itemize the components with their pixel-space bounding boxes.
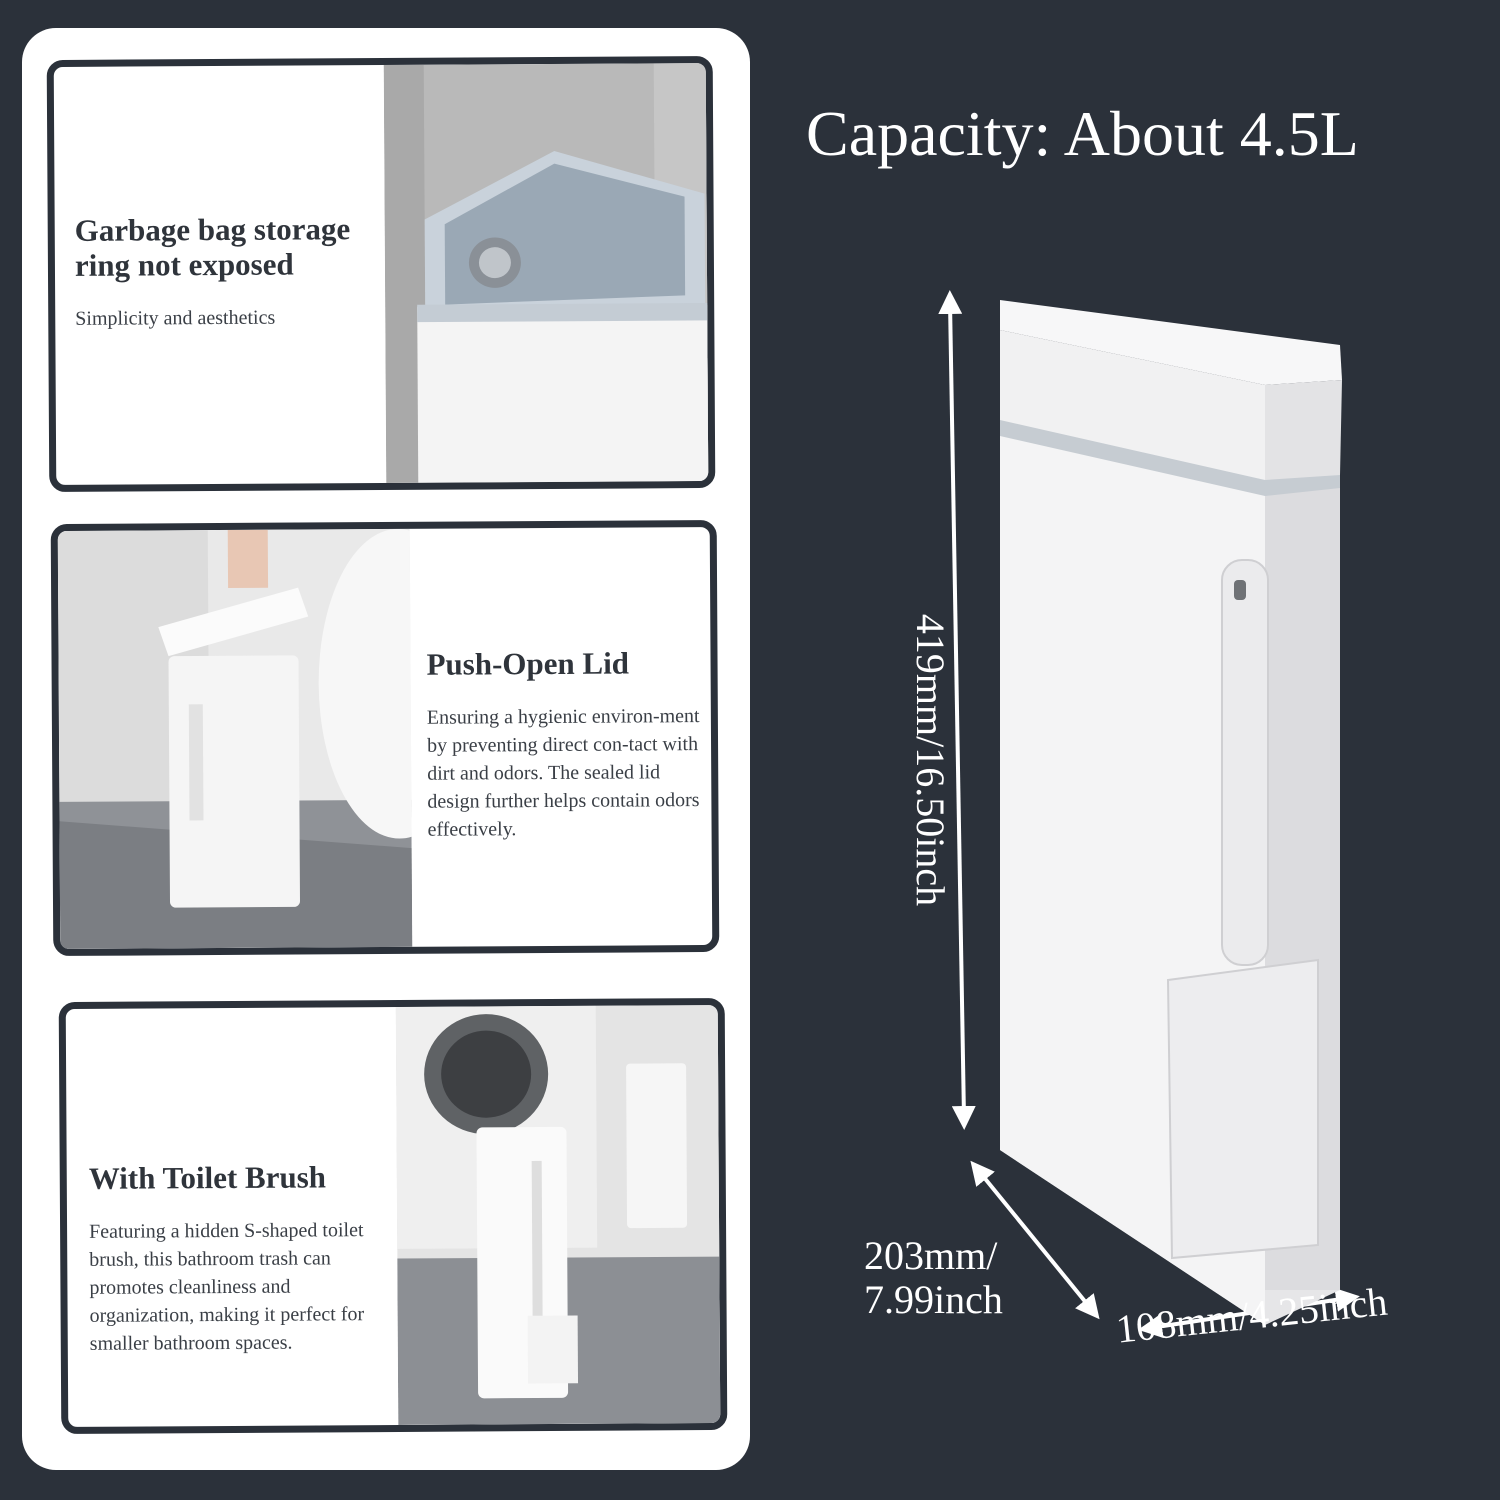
height-dimension: 419mm/16.50inch: [908, 613, 953, 907]
feature-title: With Toilet Brush: [88, 1159, 327, 1196]
feature-text: Garbage bag storage ring not exposed Sim…: [75, 211, 376, 333]
feature-card-toilet-brush: With Toilet Brush Featuring a hidden S-s…: [58, 997, 728, 1435]
feature-description: Simplicity and aesthetics: [75, 306, 276, 330]
feature-text: Push-Open Lid Ensuring a hygienic enviro…: [426, 645, 709, 844]
feature-description: Ensuring a hygienic environ-ment by prev…: [426, 705, 700, 841]
push-lid-photo: [57, 528, 413, 949]
depth-dimension-inch: 7.99inch: [864, 1277, 1003, 1322]
feature-title-line: Garbage bag storage: [74, 211, 351, 248]
feature-title: Push-Open Lid: [426, 645, 630, 682]
capacity-heading: Capacity: About 4.5L: [806, 98, 1359, 169]
bag-ring-photo: [383, 62, 716, 483]
trash-can-diagram: [860, 260, 1460, 1360]
feature-text: With Toilet Brush Featuring a hidden S-s…: [89, 1159, 390, 1358]
feature-description: Featuring a hidden S-shaped toilet brush…: [89, 1219, 365, 1355]
depth-dimension-mm: 203mm/: [864, 1233, 998, 1278]
feature-card-bag-ring: Garbage bag storage ring not exposed Sim…: [46, 55, 716, 493]
feature-title: Garbage bag storage ring not exposed: [75, 211, 375, 283]
toilet-brush-photo: [395, 1004, 728, 1425]
feature-title-line: ring not exposed: [74, 246, 294, 283]
depth-dimension: 203mm/ 7.99inch: [864, 1234, 1003, 1322]
feature-card-push-lid: Push-Open Lid Ensuring a hygienic enviro…: [50, 519, 720, 957]
